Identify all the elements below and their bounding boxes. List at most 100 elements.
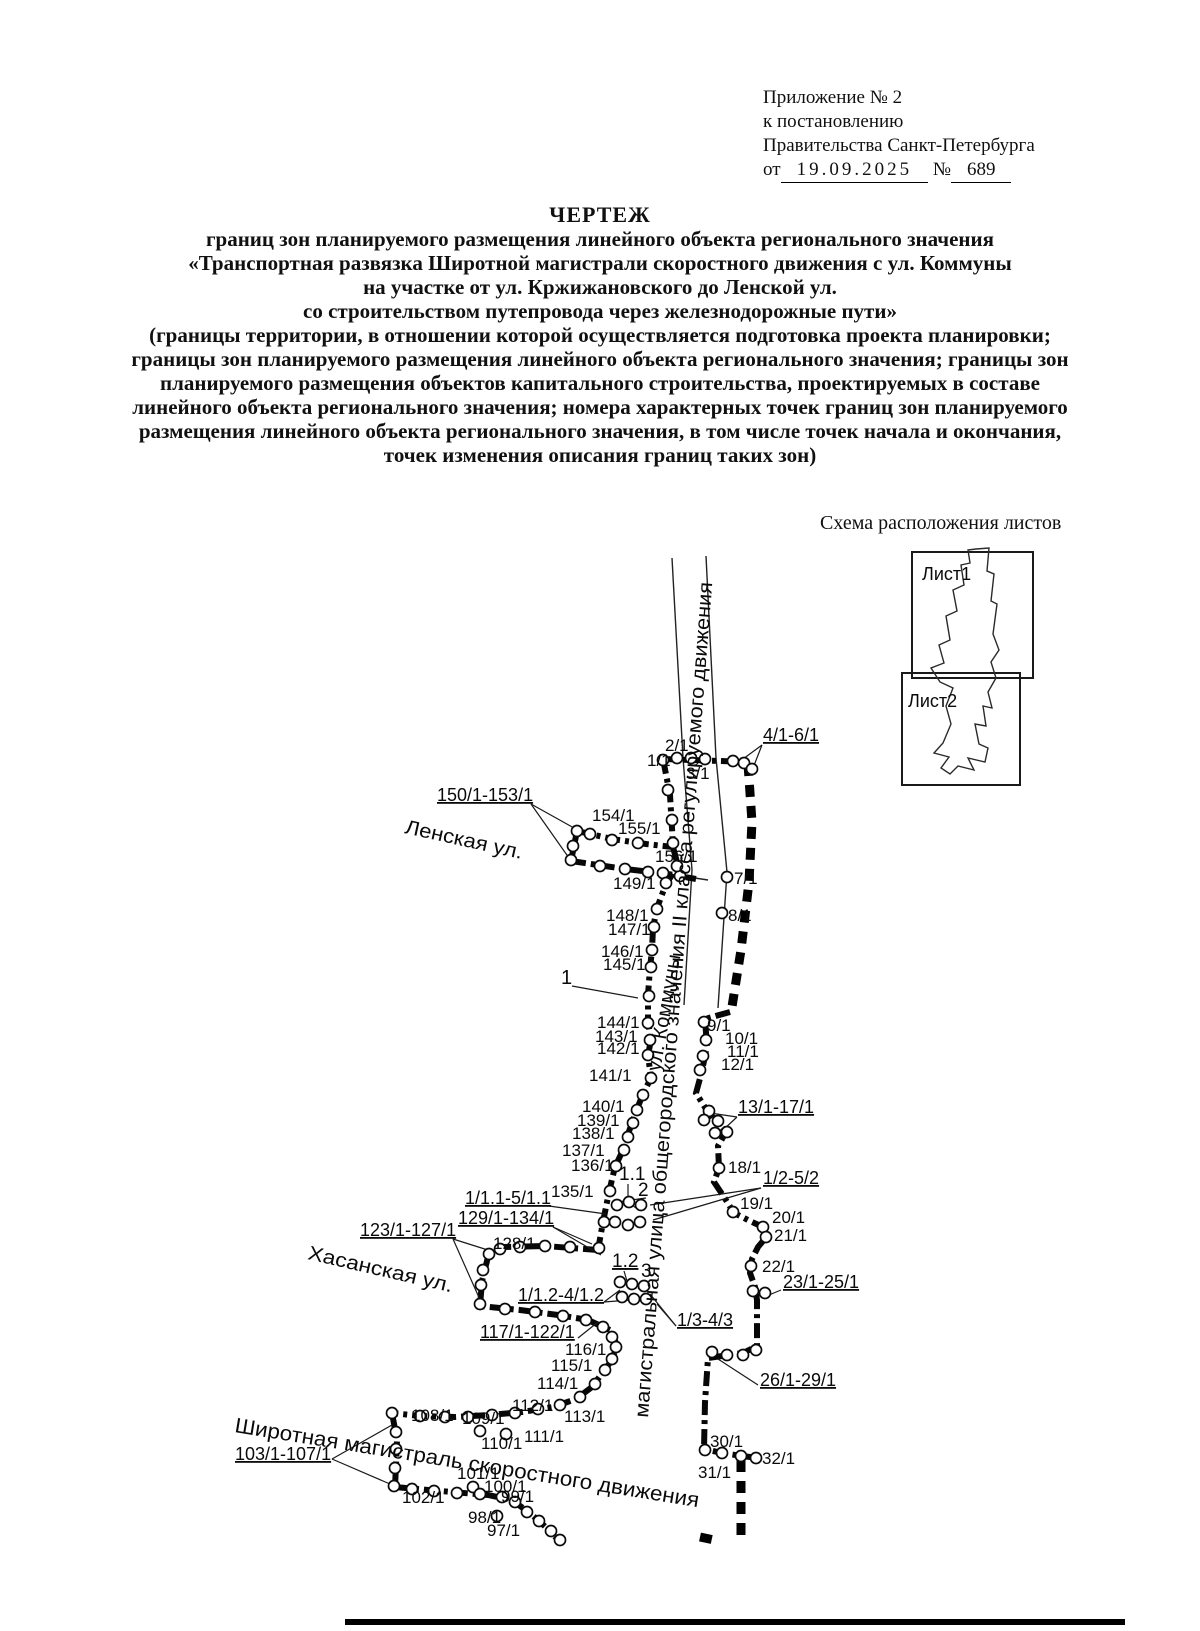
point-label: 149/1	[613, 874, 656, 893]
point-markers	[385, 751, 773, 1547]
title-line: на участке от ул. Кржижановского до Ленс…	[363, 275, 837, 299]
leader-line	[623, 1270, 628, 1282]
point-label: 140/1	[582, 1097, 625, 1116]
point-marker	[593, 859, 607, 873]
header-line: Приложение № 2	[763, 87, 903, 108]
leader-line	[717, 1358, 759, 1386]
point-marker	[708, 1126, 722, 1140]
point-marker	[513, 1240, 527, 1254]
leader-line	[603, 1289, 621, 1303]
point-marker	[474, 1278, 488, 1292]
point-marker	[573, 1390, 587, 1404]
point-label: 136/1	[571, 1156, 614, 1175]
range-label: 129/1-134/1	[458, 1208, 554, 1228]
point-label: 102/1	[402, 1488, 445, 1507]
leader-line	[331, 1458, 391, 1485]
point-marker	[627, 1292, 641, 1306]
point-marker	[556, 1309, 570, 1323]
point-marker	[631, 836, 645, 850]
point-marker	[697, 1113, 711, 1127]
point-marker	[639, 1292, 653, 1306]
range-label: 1/3-4/3	[677, 1310, 733, 1330]
point-marker	[644, 1071, 658, 1085]
point-label: 98/1	[468, 1508, 501, 1527]
point-marker	[626, 1116, 640, 1130]
range-label: 1/1.1-5/1.1	[465, 1188, 551, 1208]
point-marker	[720, 870, 734, 884]
point-marker	[659, 876, 673, 890]
point-marker	[697, 1015, 711, 1029]
sheet1-label: Лист1	[922, 564, 971, 584]
point-marker	[613, 1275, 627, 1289]
point-marker	[618, 862, 632, 876]
point-marker	[553, 1533, 567, 1547]
range-label: 1/2-5/2	[763, 1168, 819, 1188]
leader-line	[452, 1238, 492, 1252]
range-label: 23/1-25/1	[783, 1272, 859, 1292]
leader-line	[649, 1187, 762, 1206]
point-label: 154/1	[592, 806, 635, 825]
point-marker	[670, 859, 684, 873]
point-marker	[645, 943, 659, 957]
point-marker	[759, 1230, 773, 1244]
point-marker	[413, 1409, 427, 1423]
zone-label-1-2: 1.2	[612, 1251, 638, 1272]
bold-dashed-line	[699, 1532, 715, 1545]
bold-dashed-line	[726, 763, 757, 1014]
point-marker	[598, 1363, 612, 1377]
point-marker	[641, 865, 655, 879]
title-line: «Транспортная развязка Широтной магистра…	[188, 251, 1012, 275]
zone-label-1-1: 1.1	[619, 1164, 645, 1185]
point-marker	[637, 1279, 651, 1293]
point-marker	[461, 1410, 475, 1424]
point-label: 97/1	[487, 1521, 520, 1540]
point-marker	[711, 1114, 725, 1128]
point-marker	[579, 1313, 593, 1327]
header-line: Правительства Санкт-Петербурга	[763, 135, 1035, 156]
point-marker	[498, 1302, 512, 1316]
point-label: 7/1	[734, 869, 758, 888]
point-label: 19/1	[740, 1194, 773, 1213]
sheet2-frame	[901, 672, 1021, 786]
point-label: 21/1	[774, 1226, 807, 1245]
point-marker	[726, 754, 740, 768]
point-marker	[531, 1402, 545, 1416]
document-title: ЧЕРТЕЖ	[549, 202, 651, 227]
point-label: 148/1	[606, 906, 649, 925]
point-marker	[758, 1286, 772, 1300]
title-annotation-line: точек изменения описания границ таких зо…	[383, 443, 817, 467]
point-marker	[566, 839, 580, 853]
range-label: 103/1-107/1	[235, 1444, 331, 1464]
point-marker	[427, 1484, 441, 1498]
point-label: 100/1	[484, 1477, 527, 1496]
point-label: 3/1	[686, 764, 710, 783]
point-marker	[388, 1461, 402, 1475]
zone-labels: 1 1.1 2 1.2 3	[561, 967, 652, 1282]
title-annotation-line: размещения линейного объекта регионально…	[138, 419, 1062, 443]
zone-boundary-path	[692, 1009, 772, 1461]
point-marker	[726, 1205, 740, 1219]
point-label: 110/1	[481, 1434, 522, 1453]
point-marker	[634, 1198, 648, 1212]
point-marker	[622, 1195, 636, 1209]
point-label: 18/1	[728, 1158, 761, 1177]
point-marker	[666, 836, 680, 850]
street-labels: магистральная улица общегородского значе…	[233, 581, 717, 1512]
point-marker	[630, 1103, 644, 1117]
title-annotation-line: линейного объекта регионального значения…	[132, 395, 1068, 419]
point-marker	[597, 1215, 611, 1229]
point-label: 156/1	[655, 847, 698, 866]
point-marker	[746, 1284, 760, 1298]
point-label: 11/1	[727, 1042, 759, 1061]
point-marker	[650, 902, 664, 916]
point-label: 147/1	[608, 920, 651, 939]
point-marker	[609, 1340, 623, 1354]
point-marker	[528, 1305, 542, 1319]
range-label: 123/1-127/1	[360, 1220, 456, 1240]
point-marker	[473, 1487, 487, 1501]
point-label: 22/1	[762, 1257, 795, 1276]
point-marker	[405, 1482, 419, 1496]
point-label: 155/1	[618, 819, 661, 838]
